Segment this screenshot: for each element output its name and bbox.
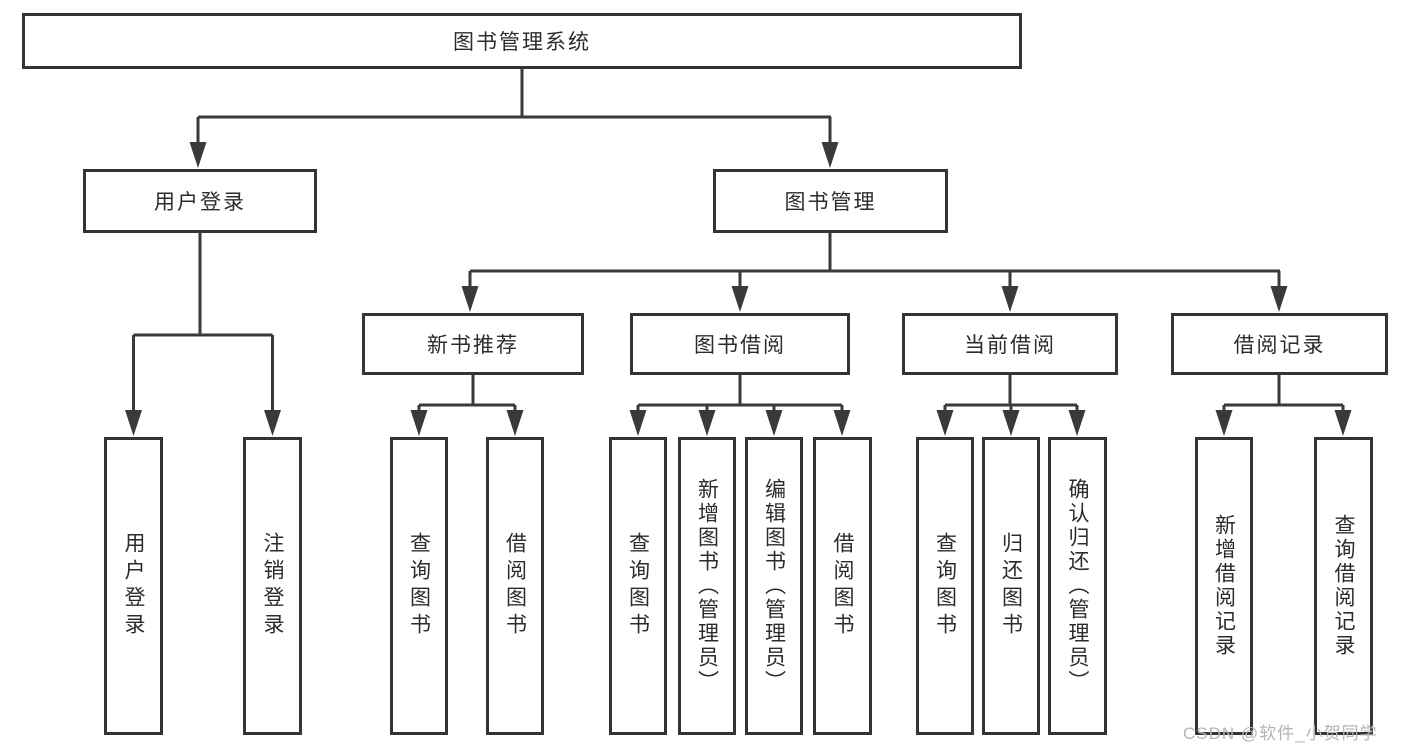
node-leaf-query-book-rec: 查询图书 — [390, 437, 448, 735]
csdn-watermark: CSDN @软件_小贺同学 — [1183, 724, 1378, 743]
node-leaf-user-login: 用户登录 — [104, 437, 163, 735]
arrowhead-icon — [1068, 410, 1086, 436]
node-label: 图书管理系统 — [453, 31, 591, 54]
node-label: 新增借阅记录 — [1212, 514, 1236, 658]
node-label: 借阅图书 — [831, 532, 854, 640]
node-leaf-query-book-current: 查询图书 — [916, 437, 974, 735]
arrowhead-icon — [125, 410, 142, 436]
node-book-borrowing: 图书借阅 — [630, 313, 850, 375]
node-label: 查询图书 — [933, 532, 957, 640]
node-label: 查询借阅记录 — [1332, 514, 1355, 658]
node-label: 编辑图书（管理员） — [762, 478, 786, 694]
node-leaf-logout: 注销登录 — [243, 437, 302, 735]
node-leaf-borrow-book-borrow: 借阅图书 — [813, 437, 872, 735]
arrowhead-icon — [506, 410, 524, 436]
arrowhead-icon — [1334, 410, 1352, 436]
node-leaf-confirm-return-admin: 确认归还（管理员） — [1048, 437, 1107, 735]
node-user-login: 用户登录 — [83, 169, 317, 233]
arrowhead-icon — [833, 410, 851, 436]
node-leaf-add-borrow-record: 新增借阅记录 — [1195, 437, 1253, 735]
arrowhead-icon — [698, 410, 716, 436]
arrowhead-icon — [821, 142, 839, 168]
node-book-management: 图书管理 — [713, 169, 948, 233]
node-leaf-edit-book-admin: 编辑图书（管理员） — [745, 437, 803, 735]
node-leaf-query-book-borrow: 查询图书 — [609, 437, 667, 735]
arrowhead-icon — [731, 286, 749, 312]
arrowhead-icon — [461, 286, 479, 312]
arrowhead-icon — [629, 410, 647, 436]
node-label: 查询图书 — [626, 532, 650, 640]
node-label: 借阅图书 — [503, 532, 527, 640]
node-label: 借阅记录 — [1233, 334, 1326, 357]
node-new-book-recommendation: 新书推荐 — [362, 313, 584, 375]
arrowhead-icon — [1215, 410, 1233, 436]
node-label: 注销登录 — [261, 532, 284, 640]
node-label: 图书管理 — [784, 191, 877, 214]
node-leaf-query-borrow-record: 查询借阅记录 — [1314, 437, 1373, 735]
arrowhead-icon — [1002, 410, 1020, 436]
arrowhead-icon — [1001, 286, 1019, 312]
arrowhead-icon — [264, 410, 281, 436]
node-label: 当前借阅 — [964, 334, 1056, 357]
node-current-borrowing: 当前借阅 — [902, 313, 1118, 375]
node-leaf-add-book-admin: 新增图书（管理员） — [678, 437, 736, 735]
arrowhead-icon — [936, 410, 954, 436]
node-label: 用户登录 — [122, 532, 145, 640]
node-label: 归还图书 — [999, 532, 1023, 640]
arrowhead-icon — [1270, 286, 1288, 312]
node-borrowing-records: 借阅记录 — [1171, 313, 1388, 375]
node-label: 新增图书（管理员） — [695, 478, 719, 694]
node-leaf-borrow-book-rec: 借阅图书 — [486, 437, 544, 735]
node-label: 查询图书 — [407, 532, 431, 640]
arrowhead-icon — [410, 410, 428, 436]
node-label: 图书借阅 — [694, 334, 786, 357]
node-label: 确认归还（管理员） — [1066, 478, 1089, 694]
node-label: 新书推荐 — [427, 334, 519, 357]
arrowhead-icon — [765, 410, 783, 436]
arrowhead-icon — [189, 142, 207, 168]
node-label: 用户登录 — [154, 191, 246, 214]
node-leaf-return-book: 归还图书 — [982, 437, 1040, 735]
node-library-management-system: 图书管理系统 — [22, 13, 1022, 69]
